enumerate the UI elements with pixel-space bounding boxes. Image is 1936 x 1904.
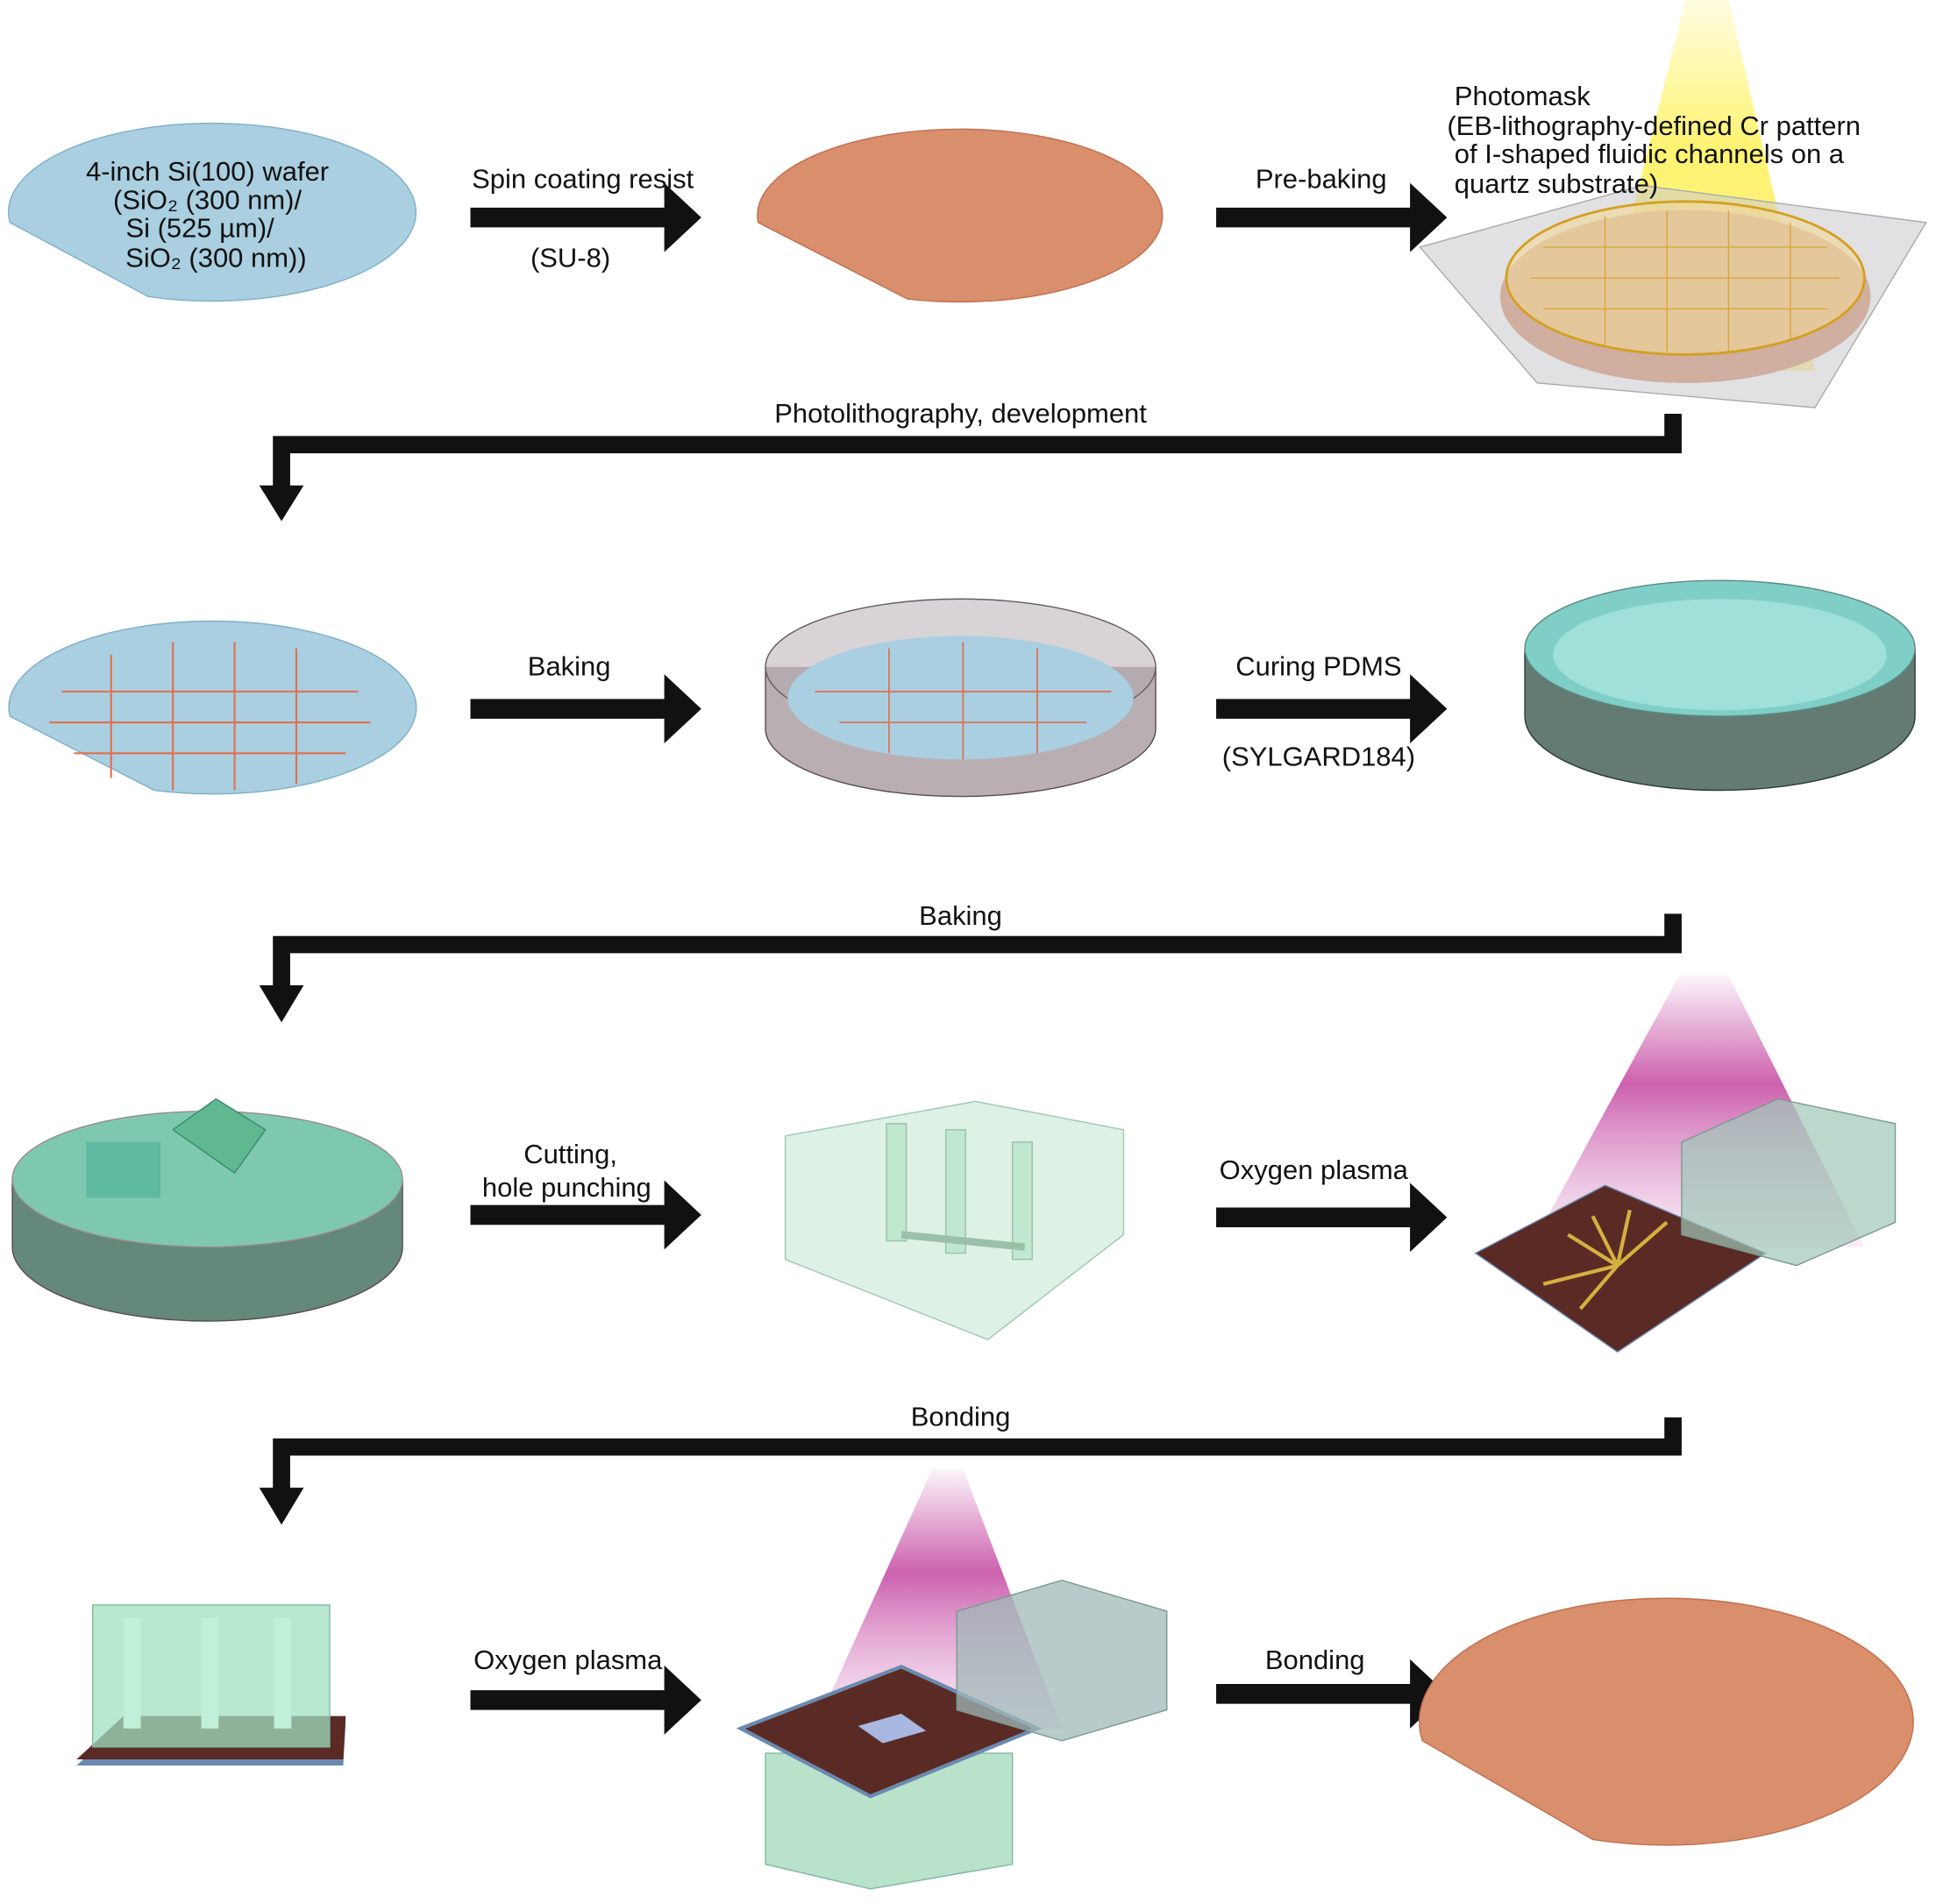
patterned-wafer	[8, 620, 417, 795]
photomask-label-1: Photomask	[1455, 81, 1591, 111]
step-cutting-label-2: hole punching	[482, 1172, 651, 1203]
elbow-arrow-1	[259, 414, 1682, 522]
step-spin-coating-label: Spin coating resist	[472, 163, 694, 194]
arrow-curing-pdms	[1216, 674, 1448, 744]
wafer-label-1: 4-inch Si(100) wafer	[86, 156, 329, 187]
arrow-oxygen-plasma-2	[470, 1665, 701, 1735]
petri-dish-with-pdms	[1524, 579, 1916, 792]
photomask-label-3: of I-shaped fluidic channels on a	[1455, 139, 1845, 169]
step-bonding-label: Bonding	[1265, 1645, 1365, 1675]
pdms-block	[784, 1100, 1125, 1340]
elbow-arrow-2	[259, 913, 1682, 1023]
wafer-label-4: SiO₂ (300 nm))	[125, 242, 306, 273]
elbow-arrow-3	[259, 1417, 1682, 1525]
final-wafer	[1419, 1597, 1914, 1846]
transition-bonding-label: Bonding	[911, 1402, 1011, 1432]
wafer-label-3: Si (525 µm)/	[125, 213, 274, 244]
transition-photolithography-label: Photolithography, development	[774, 398, 1147, 429]
resist-coated-wafer	[757, 128, 1164, 303]
transition-baking-label: Baking	[919, 900, 1002, 931]
arrow-bonding	[1216, 1659, 1448, 1729]
arrow-spin-coating	[470, 182, 701, 252]
si-wafer	[8, 122, 417, 302]
arrow-baking-1	[470, 674, 701, 744]
step-cutting-label-1: Cutting,	[523, 1139, 617, 1169]
plasma-chip-over-block	[736, 1469, 1168, 1890]
step-oxygen-plasma-2-label: Oxygen plasma	[473, 1645, 663, 1675]
arrow-pre-baking	[1216, 182, 1448, 252]
petri-dish-cut-pdms	[11, 1098, 403, 1322]
step-oxygen-plasma-label: Oxygen plasma	[1220, 1154, 1409, 1185]
step-curing-pdms-sublabel: (SYLGARD184)	[1222, 741, 1415, 771]
photomask-label-2: (EB-lithography-defined Cr pattern	[1447, 110, 1861, 141]
wafer-label-2: (SiO₂ (300 nm)/	[113, 184, 302, 215]
arrow-cutting	[470, 1180, 701, 1250]
arrow-oxygen-plasma-1	[1216, 1183, 1448, 1253]
step-baking-label: Baking	[528, 651, 611, 682]
photomask-label-4: quartz substrate)	[1455, 168, 1658, 199]
plasma-chip-and-block	[1474, 975, 1897, 1353]
step-spin-coating-sublabel: (SU-8)	[530, 242, 610, 273]
bonded-device	[76, 1604, 346, 1765]
step-pre-baking-label: Pre-baking	[1256, 163, 1387, 194]
step-curing-pdms-label: Curing PDMS	[1235, 651, 1401, 682]
petri-dish-with-wafer	[765, 598, 1157, 798]
photomask-assembly	[1419, 0, 1927, 409]
